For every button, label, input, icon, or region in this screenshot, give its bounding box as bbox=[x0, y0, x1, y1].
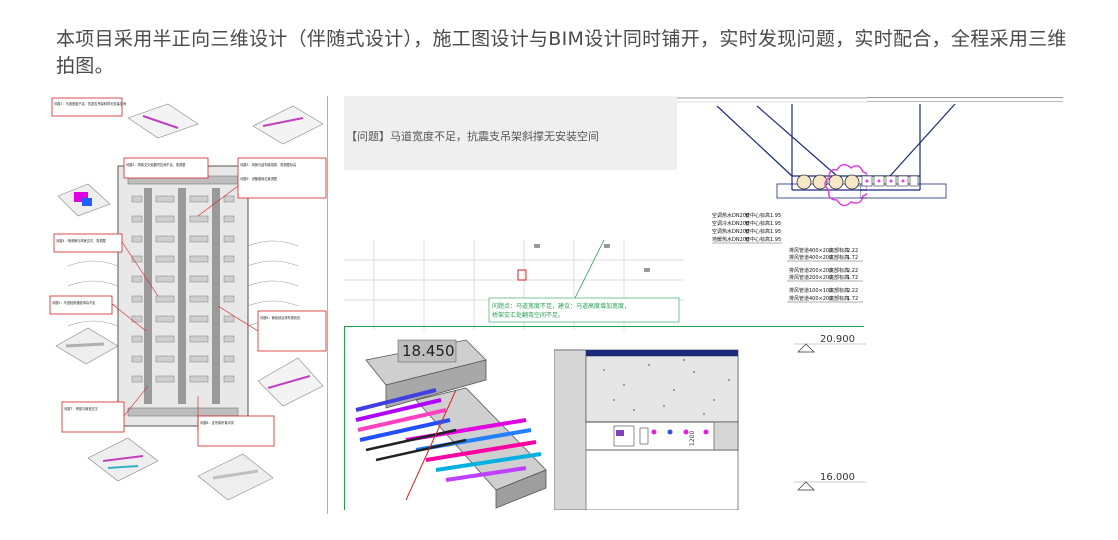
plan-note-8: 问题8：支吊架布置冲突 bbox=[200, 420, 235, 425]
duct-row-2-label: 底部标高 bbox=[829, 254, 849, 261]
duct-row-5-name: 排风管道 bbox=[789, 287, 809, 294]
ceiling-line-2 bbox=[867, 101, 1063, 102]
plan-drawing-svg: 问题1：马道宽度不足，抗震支吊架斜撑无安装空间 问题2：桥架交叉处翻弯空间不足，… bbox=[49, 97, 327, 501]
thumb-3d-7 bbox=[197, 453, 274, 501]
duct-row-5-size: 100×100 bbox=[809, 288, 832, 294]
pipe-row-2-name: 空调冷水DN200 bbox=[712, 220, 749, 227]
elevation-bottom: 16.000 bbox=[820, 472, 855, 483]
plan-green-note-1: 问题点：马道宽度不足，建议：马道高度增加宽度， bbox=[492, 302, 630, 310]
green-frame-left bbox=[344, 326, 345, 510]
duct-row-2-value: 1.72 bbox=[847, 255, 858, 261]
duct-row-4-value: 1.72 bbox=[847, 275, 858, 281]
left-plan-drawing: 问题1：马道宽度不足，抗震支吊架斜撑无安装空间 问题2：桥架交叉处翻弯空间不足，… bbox=[48, 96, 330, 514]
pipe-row-3-label: 管中心标高 bbox=[745, 228, 770, 235]
plan-note-7: 问题7：桥架与管道交叉 bbox=[64, 406, 99, 411]
pipe-row-1-label: 管中心标高 bbox=[745, 212, 770, 219]
pipe-row-2-label: 管中心标高 bbox=[745, 220, 770, 227]
pipe-row-4-value: 1.95 bbox=[770, 237, 781, 243]
plan-green-note-2: 桥架交汇处翻弯空间不足。 bbox=[492, 311, 564, 319]
revision-cloud bbox=[824, 163, 867, 207]
duct-row-1-label: 底部标高 bbox=[829, 247, 849, 254]
plan-excerpt: 问题点：马道宽度不足，建议：马道高度增加宽度， 桥架交汇处翻弯空间不足。 bbox=[344, 240, 684, 330]
duct-row-3-value: 2.22 bbox=[847, 268, 858, 274]
plan-note-2: 问题2：桥架交叉处翻弯空间不足，需调整 bbox=[126, 162, 186, 167]
elevation-top: 20.900 bbox=[820, 334, 855, 345]
green-frame-top bbox=[344, 326, 864, 327]
duct-row-6-value: 1.72 bbox=[847, 296, 858, 302]
duct-row-6-label: 底部标高 bbox=[829, 295, 849, 302]
panel-divider bbox=[327, 96, 328, 514]
duct-row-4-name: 排风管道 bbox=[789, 274, 809, 281]
plan-note-5: 问题5：马道检修通道净高不足 bbox=[52, 300, 96, 305]
thumb-3d-6 bbox=[87, 437, 159, 482]
duct-row-5-value: 2.22 bbox=[847, 288, 858, 294]
duct-row-1-size: 400×200 bbox=[809, 248, 832, 254]
duct-row-4-size: 200×200 bbox=[809, 275, 832, 281]
hanger-section-right bbox=[860, 103, 956, 199]
plan-note-9: 问题9：设备基础位置调整 bbox=[240, 176, 278, 181]
duct-row-5-label: 底部标高 bbox=[829, 287, 849, 294]
issue-callout-text: 【问题】马道宽度不足，抗震支吊架斜撑无安装空间 bbox=[346, 130, 599, 143]
pipe-row-4-name: 地暖热水DN200 bbox=[712, 236, 749, 243]
bim-3d-model-view: 18.450 bbox=[346, 330, 550, 510]
thumb-3d-2 bbox=[252, 105, 324, 145]
section-dimension: 1200 bbox=[689, 431, 696, 446]
pipe-row-3-name: 空调热水DN200 bbox=[712, 228, 749, 235]
pipe-row-4-label: 管中心标高 bbox=[745, 236, 770, 243]
thumb-3d-1 bbox=[127, 103, 199, 139]
duct-row-3-size: 200×200 bbox=[809, 268, 832, 274]
plan-note-3: 问题3：风管与结构梁碰撞，需调整标高 bbox=[240, 162, 296, 167]
hanger-section-drawing: 空调热水DN200 管中心标高 1.95 空调冷水DN200 管中心标高 1.9… bbox=[677, 97, 867, 303]
thumb-3d-3 bbox=[57, 183, 111, 217]
duct-row-3-name: 排风管道 bbox=[789, 267, 809, 274]
ceiling-line bbox=[867, 97, 1063, 98]
pipe-row-2-value: 1.95 bbox=[770, 221, 781, 227]
pipe-row-1-name: 空调热水DN200 bbox=[712, 212, 749, 219]
thumb-3d-4 bbox=[55, 327, 119, 365]
page-headline: 本项目采用半正向三维设计（伴随式设计），施工图设计与BIM设计同时铺开，实时发现… bbox=[56, 28, 1067, 77]
section-detail-view: 20.900 16.000 1200 bbox=[554, 330, 866, 510]
duct-row-6-name: 排风管道 bbox=[789, 295, 809, 302]
duct-row-2-size: 400×200 bbox=[809, 255, 832, 261]
thumb-3d-5 bbox=[257, 357, 324, 407]
model-elevation-label: 18.450 bbox=[402, 342, 455, 360]
duct-row-6-size: 400×200 bbox=[809, 296, 832, 302]
duct-row-2-name: 排风管道 bbox=[789, 254, 809, 261]
duct-row-4-label: 底部标高 bbox=[829, 274, 849, 281]
plan-note-6: 问题6：管线综合排布需优化 bbox=[260, 315, 301, 320]
duct-row-3-label: 底部标高 bbox=[829, 267, 849, 274]
plan-note-1: 问题1：马道宽度不足，抗震支吊架斜撑无安装空间 bbox=[54, 101, 126, 106]
plan-note-4: 问题4：喷淋管与风管交叉，需调整 bbox=[56, 238, 107, 243]
duct-row-1-name: 排风管道 bbox=[789, 247, 809, 254]
duct-row-1-value: 2.22 bbox=[847, 248, 858, 254]
pipe-row-1-value: 1.95 bbox=[770, 213, 781, 219]
issue-callout-box bbox=[344, 96, 677, 170]
pipe-row-3-value: 1.95 bbox=[770, 229, 781, 235]
